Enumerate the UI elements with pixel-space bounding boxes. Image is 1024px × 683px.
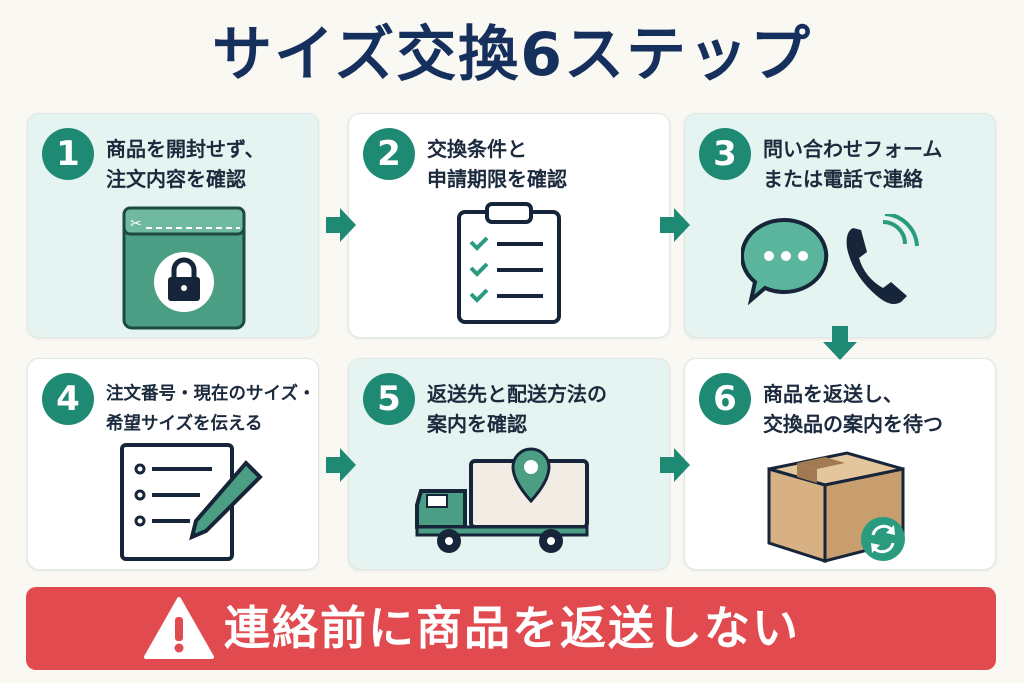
truck-location-pin-icon [415,447,589,553]
step-card-2: 2 交換条件と申請期限を確認 [348,113,670,338]
step-number-badge: 4 [42,373,94,425]
step-card-1: 1 商品を開封せず、注文内容を確認 ✂ [27,113,319,338]
box-exchange-icon [767,451,905,563]
step-card-4: 4 注文番号・現在のサイズ・希望サイズを伝える [27,358,319,570]
step-card-6: 6 商品を返送し、交換品の案内を待つ [684,358,996,570]
step-label: 商品を開封せず、注文内容を確認 [106,137,265,191]
step-number-badge: 1 [42,128,94,180]
step-number-badge: 2 [363,128,415,180]
warning-triangle-icon [144,597,214,659]
step-card-3: 3 問い合わせフォームまたは電話で連絡 [684,113,996,338]
clipboard-checklist-icon [457,202,561,324]
warning-banner: 連絡前に商品を返送しない [26,587,996,670]
arrow-right-icon [660,448,690,482]
step-card-5: 5 返送先と配送方法の案内を確認 [348,358,670,570]
chat-and-phone-icon [741,214,919,306]
svg-text:✂: ✂ [130,216,142,232]
form-and-pencil-icon [120,443,263,561]
step-label: 注文番号・現在のサイズ・希望サイズを伝える [106,384,316,434]
arrow-right-icon [326,208,356,242]
step-label: 商品を返送し、交換品の案内を待つ [763,382,943,436]
arrow-right-icon [326,448,356,482]
arrow-right-icon [660,208,690,242]
page-title: サイズ交換6ステップ [212,20,812,90]
arrow-down-icon [823,326,857,360]
step-label: 返送先と配送方法の案内を確認 [427,382,607,436]
sealed-package-lock-icon: ✂ [122,206,246,330]
step-number-badge: 6 [699,373,751,425]
step-label: 問い合わせフォームまたは電話で連絡 [763,137,943,191]
step-number-badge: 3 [699,128,751,180]
step-label: 交換条件と申請期限を確認 [427,137,567,191]
step-number-badge: 5 [363,373,415,425]
warning-text: 連絡前に商品を返送しない [224,601,800,655]
